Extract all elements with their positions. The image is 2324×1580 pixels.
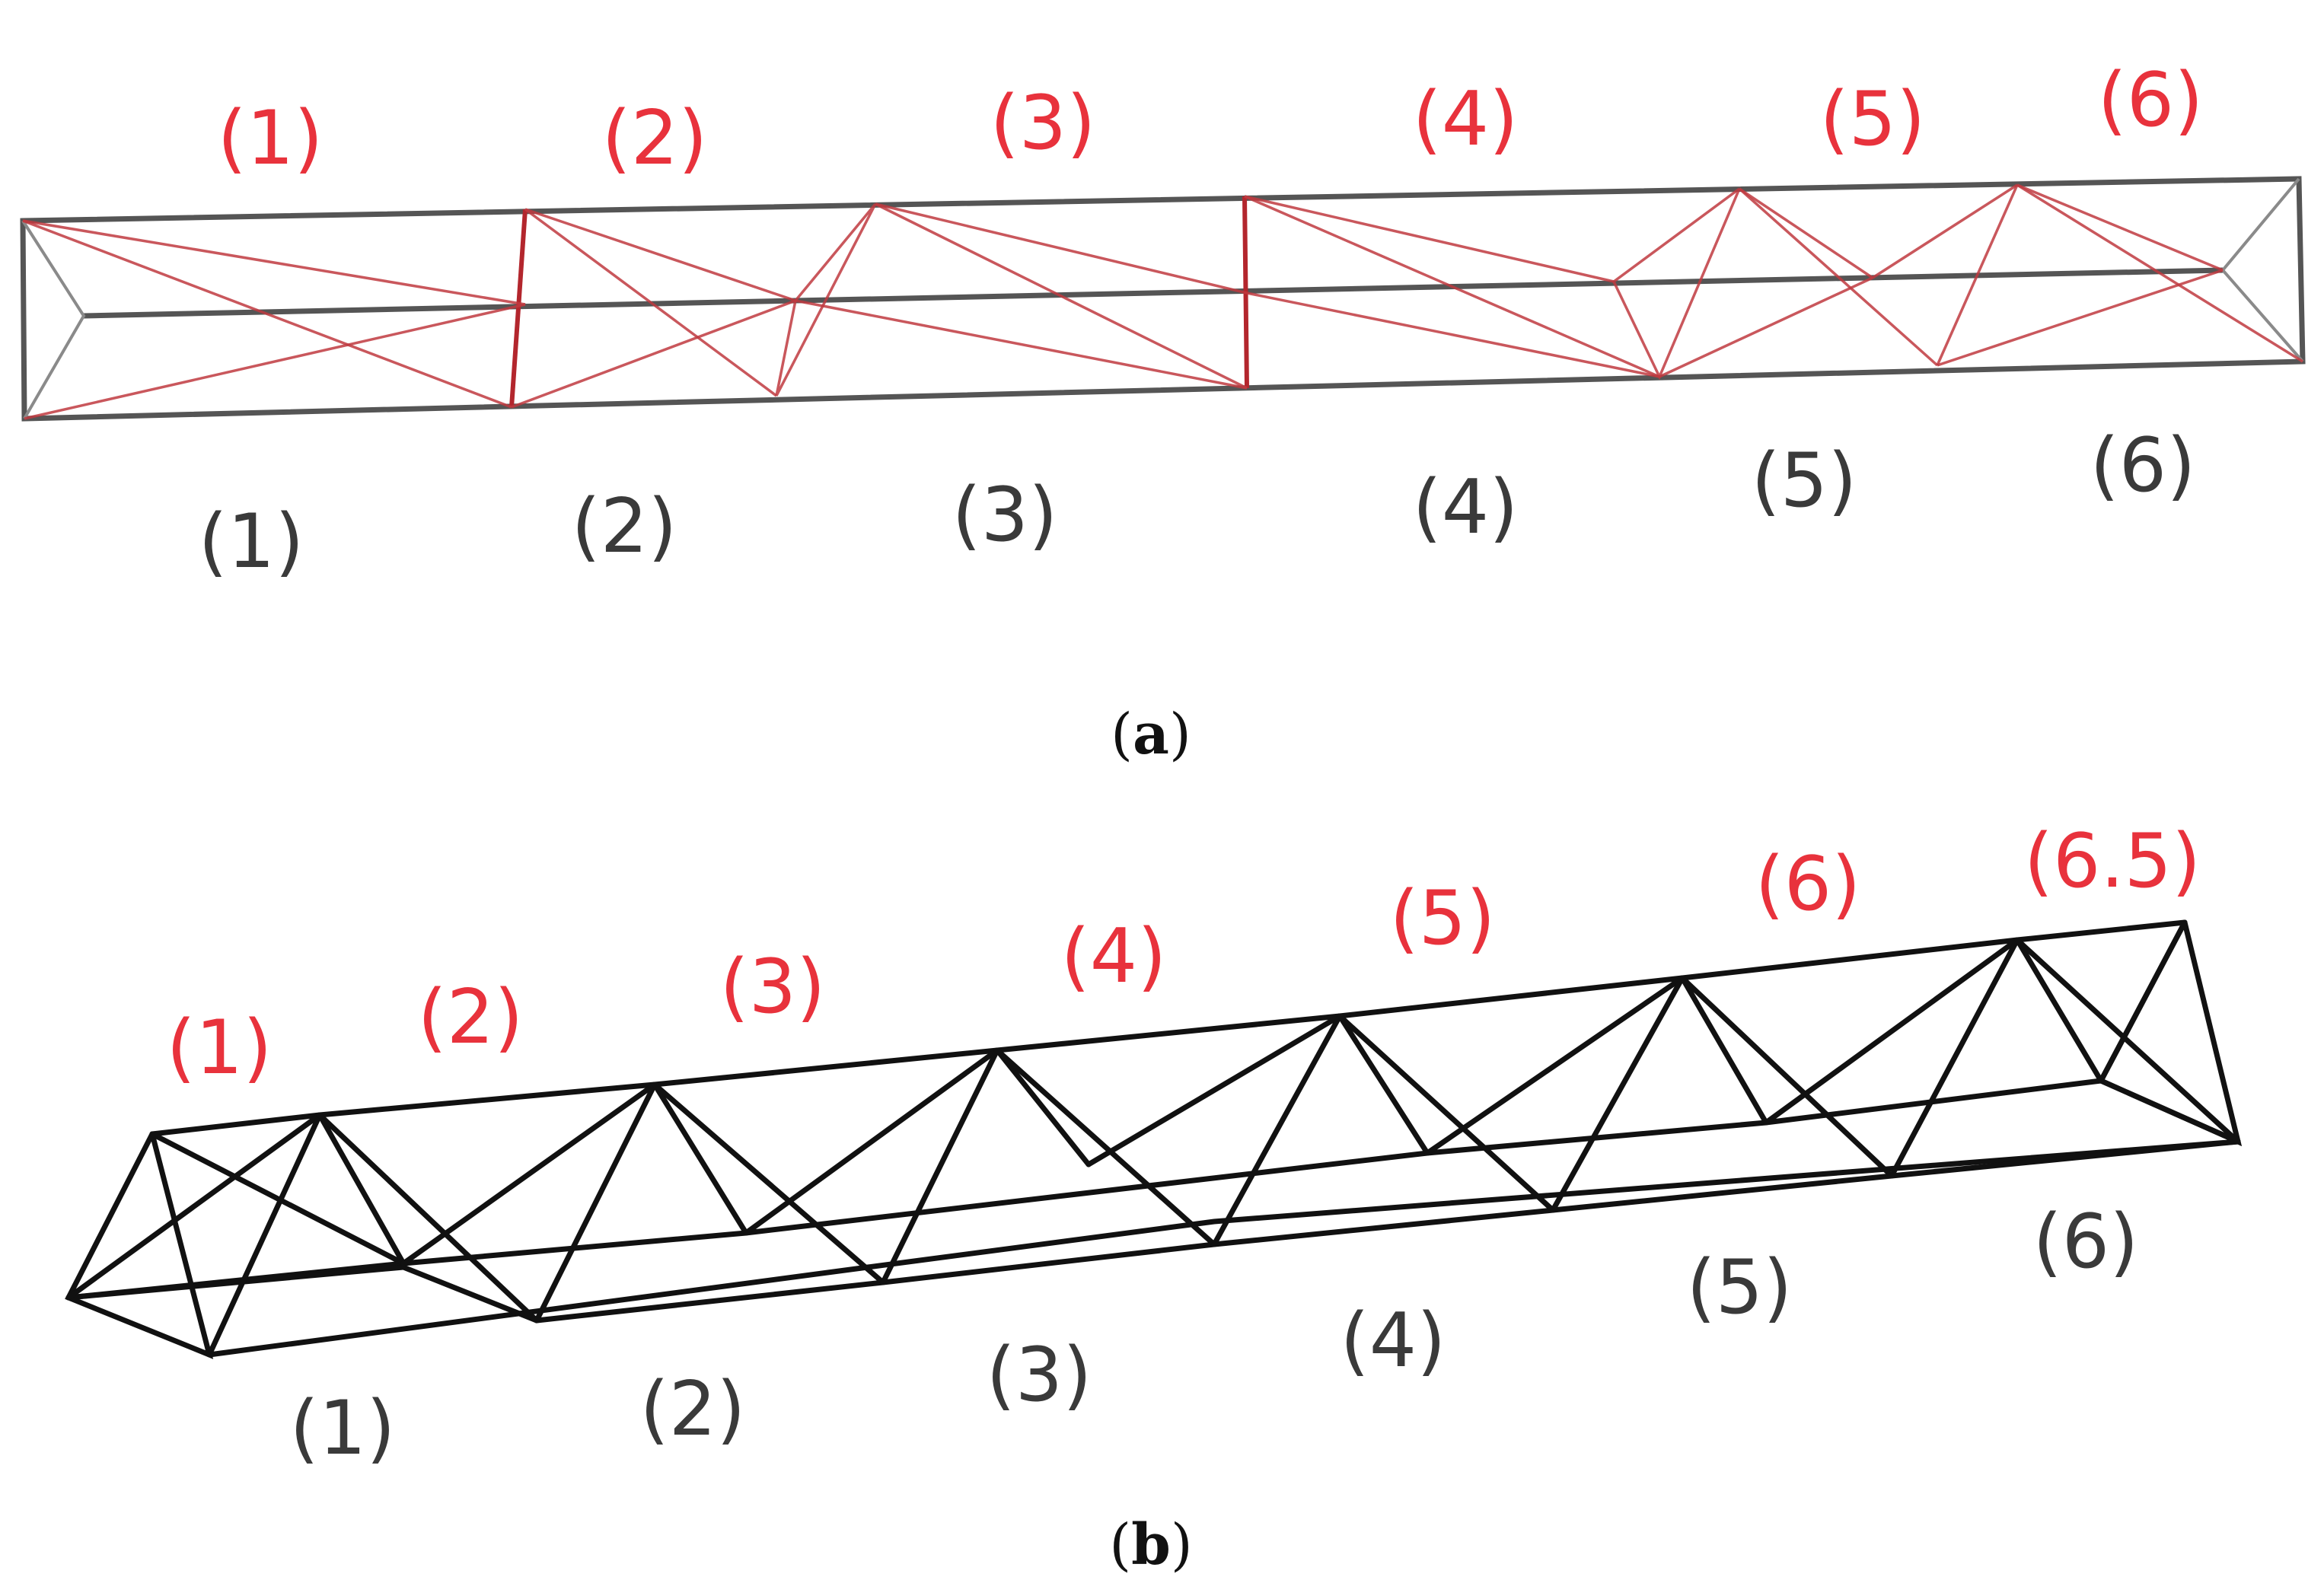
panel-a-left-end-bracing bbox=[21, 219, 86, 420]
panel-b-bottom-label: (4) bbox=[1341, 1298, 1446, 1384]
panel-a-diagonal bbox=[524, 208, 778, 397]
panel-b-bottom-label: (6) bbox=[2033, 1199, 2139, 1285]
panel-a-diagonal bbox=[1738, 187, 1939, 367]
panel-a-frame bbox=[20, 176, 2306, 422]
panel-a-diagonal bbox=[1611, 187, 1741, 381]
panel-a-center-chord bbox=[83, 267, 2224, 319]
panel-b-web bbox=[2014, 937, 2241, 1145]
panel-b-web bbox=[400, 1081, 658, 1266]
panel-b-web bbox=[317, 1112, 406, 1266]
panel-b-top-label: (5) bbox=[1390, 875, 1496, 962]
panel-b-web bbox=[1550, 975, 1685, 1213]
panel-a: (1) (2) (3) (4) (5) (6) (1) (2) (3) (4) … bbox=[20, 57, 2306, 767]
panel-a-diagonal bbox=[1739, 187, 1873, 279]
panel-a-caption: (a) bbox=[1111, 702, 1191, 767]
panel-b-truss bbox=[65, 919, 2243, 1359]
panel-b-top-label: (3) bbox=[720, 944, 826, 1031]
panel-a-diagonal bbox=[1246, 291, 1660, 378]
panel-b-bottom-label: (1) bbox=[290, 1385, 396, 1472]
panel-b-caption: (b) bbox=[1109, 1512, 1193, 1578]
panel-b-web bbox=[994, 1047, 1092, 1167]
panel-a-diagonals bbox=[22, 183, 2303, 420]
panel-a-bottom-label: (5) bbox=[1752, 438, 1857, 524]
panel-a-bottom-label: (3) bbox=[952, 472, 1058, 559]
panel-a-diagonal bbox=[22, 219, 526, 306]
panel-b-far-chord bbox=[65, 1139, 2241, 1324]
panel-b-web bbox=[743, 1047, 1000, 1236]
panel-a-top-label: (2) bbox=[602, 95, 708, 182]
panel-a-diagonal bbox=[1937, 269, 2224, 367]
panel-a-bottom-label: (6) bbox=[2090, 422, 2196, 509]
panel-b-web bbox=[652, 1081, 749, 1236]
panel-a-bottom-label: (4) bbox=[1413, 464, 1519, 551]
panel-a-post bbox=[509, 209, 528, 408]
panel-b-web bbox=[534, 1081, 658, 1324]
panel-a-top-label: (5) bbox=[1820, 76, 1926, 163]
panel-b-top-label: (6.5) bbox=[2024, 818, 2201, 905]
panel-a-diagonal bbox=[24, 303, 526, 420]
panel-a-outer-frame bbox=[20, 176, 2306, 422]
panel-b-web bbox=[2098, 919, 2188, 1084]
panel-a-diagonal bbox=[1244, 195, 1615, 283]
panel-a-top-label: (3) bbox=[990, 80, 1096, 167]
panel-a-diagonal bbox=[795, 299, 1248, 390]
panel-b-bottom-label: (3) bbox=[987, 1332, 1092, 1419]
panel-a-diagonal bbox=[511, 299, 796, 409]
panel-b-top-label: (4) bbox=[1061, 913, 1167, 1000]
panel-b-top-label: (1) bbox=[167, 1005, 273, 1091]
panel-b-bottom-labels: (1) (2) (3) (4) (5) (6) bbox=[290, 1199, 2139, 1472]
panel-a-diagonal bbox=[2016, 183, 2303, 363]
panel-a-diagonal bbox=[1244, 195, 1660, 378]
panel-a-diagonal bbox=[1659, 276, 1873, 378]
panel-b-web bbox=[1337, 1013, 1556, 1213]
panel-b: (1) (2) (3) (4) (5) (6) (6.5) (1) (2) (3… bbox=[65, 818, 2243, 1578]
panel-a-diagonal bbox=[775, 202, 877, 397]
panel-a-top-label: (4) bbox=[1413, 76, 1519, 163]
panel-b-web bbox=[1085, 1013, 1343, 1167]
panel-b-web bbox=[317, 1112, 540, 1324]
panel-b-web bbox=[1763, 937, 2020, 1126]
panel-a-diagonal bbox=[2016, 183, 2224, 272]
panel-b-top-label: (2) bbox=[418, 974, 524, 1061]
panel-b-web bbox=[994, 1047, 1217, 1247]
panel-b-web bbox=[1424, 975, 1685, 1156]
panel-a-bottom-label: (1) bbox=[199, 499, 304, 585]
panel-b-web bbox=[652, 1081, 886, 1285]
panel-b-bottom-label: (2) bbox=[640, 1366, 746, 1453]
panel-a-diagonal bbox=[875, 202, 1248, 295]
panel-b-web bbox=[1679, 975, 1895, 1179]
panel-a-diagonal bbox=[875, 202, 1248, 390]
panel-a-top-label: (1) bbox=[218, 95, 324, 182]
panel-a-top-label: (6) bbox=[2098, 57, 2204, 144]
panel-b-web bbox=[2014, 937, 2104, 1084]
panel-b-web bbox=[65, 1112, 323, 1301]
panel-a-diagonal bbox=[1872, 183, 2018, 279]
panel-b-web bbox=[149, 1131, 406, 1266]
panel-b-web bbox=[206, 1112, 323, 1358]
panel-a-diagonal bbox=[524, 208, 796, 302]
panel-a-bottom-labels: (1) (2) (3) (4) (5) (6) bbox=[199, 422, 2196, 585]
panel-a-bottom-label: (2) bbox=[572, 483, 677, 570]
panel-a-right-end-bracing bbox=[2220, 177, 2304, 363]
panel-b-top-label: (6) bbox=[1755, 841, 1861, 928]
panel-a-diagonal bbox=[1936, 184, 2019, 366]
panel-b-top-labels: (1) (2) (3) (4) (5) (6) (6.5) bbox=[167, 818, 2201, 1091]
panel-b-web bbox=[1679, 975, 1769, 1126]
panel-b-top-chord bbox=[149, 919, 2188, 1137]
panel-b-web bbox=[1337, 1013, 1430, 1156]
panel-b-web bbox=[1889, 937, 2020, 1179]
panel-b-web bbox=[880, 1047, 1000, 1285]
panel-a-top-labels: (1) (2) (3) (4) (5) (6) bbox=[218, 57, 2204, 182]
panel-b-left-end bbox=[65, 1131, 214, 1359]
panel-b-web bbox=[1211, 1013, 1343, 1247]
panel-a-diagonal bbox=[22, 219, 512, 409]
panel-b-bottom-label: (5) bbox=[1687, 1244, 1793, 1331]
